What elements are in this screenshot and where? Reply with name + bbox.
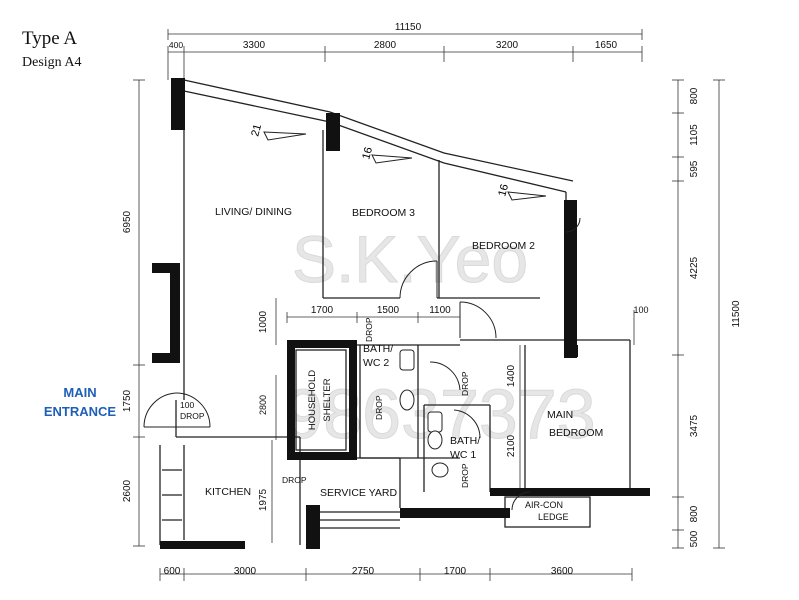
ceiling-height-living: 21 <box>249 123 264 138</box>
door-swings <box>143 217 581 511</box>
room-bedroom-2: BEDROOM 2 <box>472 240 535 252</box>
dim-v1400: 1400 <box>506 364 517 387</box>
dim-left-0: 6950 <box>122 210 133 233</box>
room-shelter: SHELTER <box>322 378 333 421</box>
dim-inner-100: 100 <box>633 305 648 315</box>
room-main-2: BEDROOM <box>549 427 603 439</box>
room-bath-2b: WC 2 <box>363 357 389 369</box>
dim-v1975: 1975 <box>258 488 269 511</box>
drop-entrance: DROP <box>180 411 205 421</box>
dim-right-2: 595 <box>689 160 700 177</box>
room-household: HOUSEHOLD <box>307 370 318 430</box>
room-aircon-1: AIR-CON <box>525 500 563 510</box>
dim-bottom-4: 3600 <box>551 566 574 577</box>
ceiling-markers <box>263 131 547 201</box>
drop-number: 100 <box>180 400 194 410</box>
ceiling-height-bed2: 16 <box>496 183 511 198</box>
plan-type-title: Type A <box>22 28 78 49</box>
dimension-labels: 11150 400 3300 2800 3200 1650 600 3000 2… <box>122 22 742 577</box>
room-living-dining: LIVING/ DINING <box>215 206 292 218</box>
sanitary-fixtures <box>399 349 449 478</box>
dim-right-4: 3475 <box>689 414 700 437</box>
dim-inner-1: 1500 <box>377 305 400 316</box>
dim-inner-0: 1700 <box>311 305 334 316</box>
dim-bottom-1: 3000 <box>234 566 257 577</box>
thick-walls <box>152 78 650 549</box>
dim-right-5: 800 <box>689 505 700 522</box>
room-service-yard: SERVICE YARD <box>320 487 397 499</box>
drop-bath1-lower: DROP <box>460 463 470 488</box>
room-kitchen: KITCHEN <box>205 486 251 498</box>
dim-bottom-0: 600 <box>164 566 181 577</box>
dim-right-3: 4225 <box>689 256 700 279</box>
dim-right-total: 11500 <box>731 300 742 328</box>
dim-v2100: 2100 <box>506 434 517 457</box>
room-main-1: MAIN <box>547 409 573 421</box>
dimension-lines <box>133 29 725 581</box>
dim-v2800: 2800 <box>258 395 268 415</box>
drop-bath1: DROP <box>460 371 470 396</box>
plan-design-subtitle: Design A4 <box>22 55 82 70</box>
room-labels: LIVING/ DINING BEDROOM 3 BEDROOM 2 HOUSE… <box>205 206 603 522</box>
dim-left-2: 2600 <box>122 479 133 502</box>
room-bath-2a: BATH/ <box>363 343 393 355</box>
dim-v1000: 1000 <box>258 310 269 333</box>
drop-bath2: DROP <box>374 395 384 420</box>
dim-top-0: 400 <box>169 40 183 50</box>
dim-top-2: 2800 <box>374 40 397 51</box>
dim-left-1: 1750 <box>122 389 133 412</box>
dim-bottom-3: 1700 <box>444 566 467 577</box>
drop-labels: 100 DROP DROP DROP DROP DROP DROP <box>180 317 470 488</box>
drop-kitchen: DROP <box>282 475 307 485</box>
dim-right-6: 500 <box>689 530 700 547</box>
dim-right-1: 1105 <box>689 124 700 146</box>
main-entrance-label-2: ENTRANCE <box>43 404 117 419</box>
dim-right-0: 800 <box>689 87 700 104</box>
main-entrance-label: MAIN <box>63 385 97 400</box>
drop-corridor: DROP <box>364 317 374 342</box>
dim-bottom-2: 2750 <box>352 566 375 577</box>
dim-top-4: 1650 <box>595 40 618 51</box>
dim-top-total: 11150 <box>395 22 422 33</box>
ceiling-height-bed3: 16 <box>360 146 375 161</box>
watermark-name: S.K.Yeo <box>292 222 528 296</box>
dim-top-1: 3300 <box>243 40 266 51</box>
dim-top-3: 3200 <box>496 40 519 51</box>
dim-inner-2: 1100 <box>429 305 451 316</box>
room-aircon-2: LEDGE <box>538 512 569 522</box>
room-bath-1b: WC 1 <box>450 449 476 461</box>
room-bedroom-3: BEDROOM 3 <box>352 207 415 219</box>
room-bath-1a: BATH/ <box>450 435 480 447</box>
